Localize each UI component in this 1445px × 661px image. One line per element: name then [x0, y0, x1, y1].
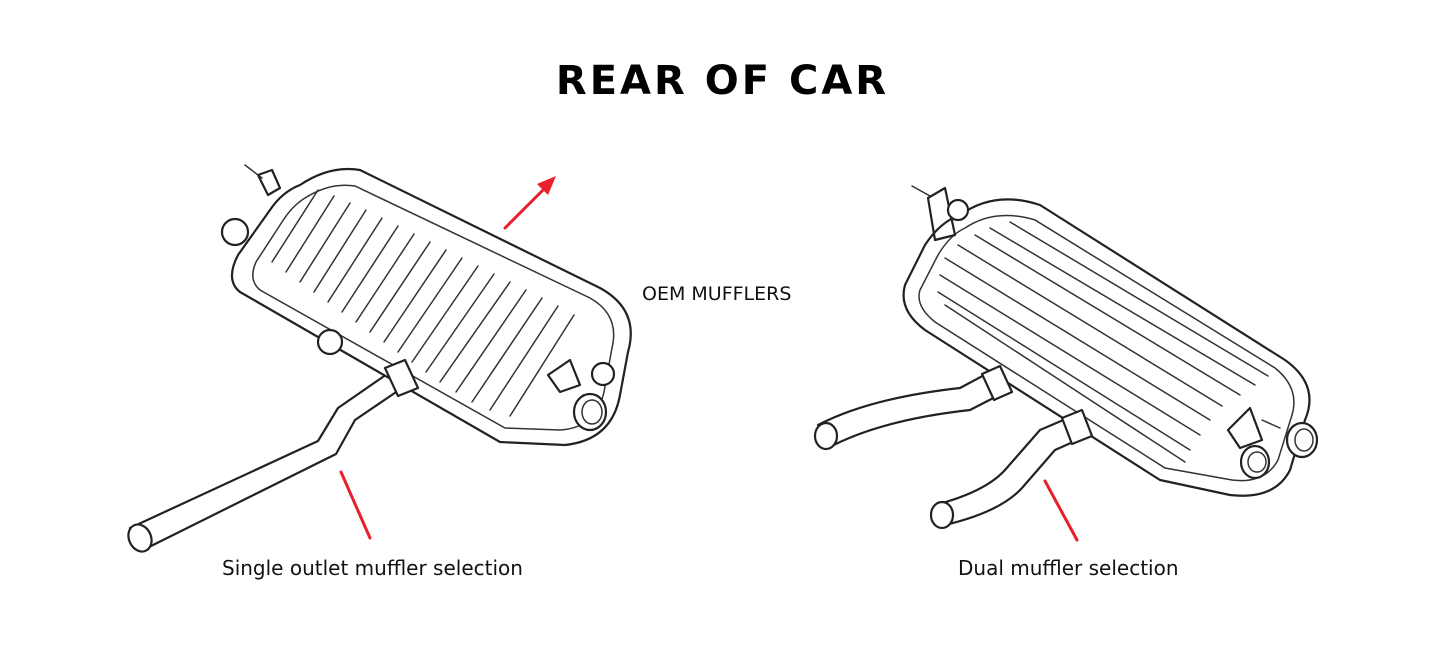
page-title: REAR OF CAR [555, 58, 890, 104]
dual-muffler-caption: Dual muffler selection [958, 556, 1179, 580]
dual-muffler-pointer-line [1043, 479, 1079, 542]
rear-direction-arrow [503, 176, 556, 230]
oem-mufflers-label: OEM MUFFLERS [642, 283, 792, 305]
single-outlet-pointer-line [339, 470, 372, 540]
single-outlet-caption: Single outlet muffler selection [222, 556, 523, 580]
single-outlet-muffler-drawing [127, 164, 632, 553]
dual-muffler-drawing [813, 185, 1319, 530]
arrow-head-icon [537, 176, 556, 195]
